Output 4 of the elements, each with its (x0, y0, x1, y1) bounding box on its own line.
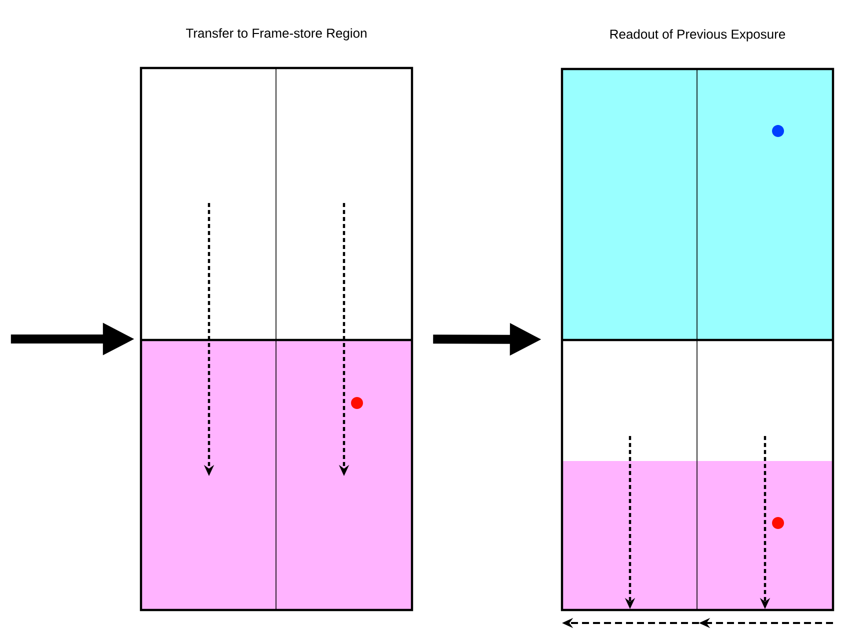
ccd-panel: Readout of Previous Exposure (560, 29, 834, 612)
ccd-panel: Transfer to Frame-store Region (140, 28, 414, 612)
node-label: Transfer to Frame-store Region (186, 28, 366, 40)
node-label: Readout of Previous Exposure (610, 29, 786, 42)
